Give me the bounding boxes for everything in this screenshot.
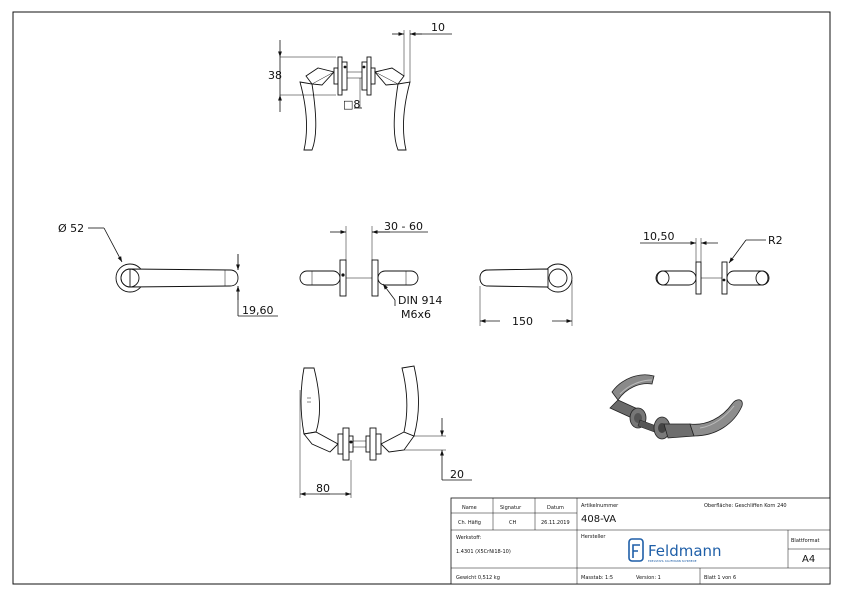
label-hersteller: Hersteller	[581, 534, 606, 540]
value-massstab: Masstab: 1:5	[581, 575, 613, 581]
dim-19-60: 19,60	[242, 304, 274, 317]
dim-diameter-52: Ø 52	[58, 222, 84, 235]
front-view-right	[479, 263, 573, 326]
dim-150: 150	[512, 315, 533, 328]
isometric-view	[609, 374, 743, 440]
plan-view-middle	[299, 226, 428, 306]
sheet-border	[12, 11, 831, 585]
feldmann-logo: Feldmann EDELSTAHL KAUFMANN SCHMIEDE	[628, 538, 722, 563]
value-blattformat: A4	[802, 554, 815, 565]
value-oberflaeche: Oberfläche: Geschliffen Korn 240	[704, 503, 787, 509]
dimension-labels: 10 38 □8 Ø 52 30 - 60 10,50 R2 19,60 DIN…	[58, 21, 783, 495]
svg-text:EDELSTAHL KAUFMANN SCHMIEDE: EDELSTAHL KAUFMANN SCHMIEDE	[648, 559, 697, 563]
dim-38: 38	[268, 69, 282, 82]
dim-square-8: □8	[343, 98, 360, 111]
front-view-left	[88, 227, 278, 317]
top-view	[278, 30, 452, 151]
label-blattformat: Blattformat	[791, 538, 820, 544]
value-signatur: CH	[509, 520, 516, 526]
value-datum: 26.11.2019	[541, 520, 570, 526]
label-artikelnummer: Artikelnummer	[581, 503, 619, 509]
dim-m6x6: M6x6	[401, 308, 431, 321]
value-blatt: Blatt 1 von 6	[704, 575, 736, 581]
bottom-view	[299, 365, 472, 498]
title-block: Name Signatur Datum Ch. Häfig CH 26.11.2…	[450, 497, 831, 585]
side-view-right	[640, 238, 770, 295]
value-version: Version: 1	[636, 575, 661, 581]
dim-10-50: 10,50	[643, 230, 675, 243]
value-artikelnummer: 408-VA	[581, 514, 616, 525]
value-gewicht: Gewicht 0,512 kg	[456, 575, 500, 581]
label-werkstoff: Werkstoff:	[456, 535, 482, 541]
dim-din-914: DIN 914	[398, 294, 442, 307]
dim-80: 80	[316, 482, 330, 495]
value-werkstoff: 1.4301 (X5CrNi18-10)	[456, 549, 511, 555]
dim-20: 20	[450, 468, 464, 481]
value-name: Ch. Häfig	[458, 520, 481, 526]
label-name: Name	[462, 505, 477, 511]
label-signatur: Signatur	[500, 505, 522, 511]
dim-r2: R2	[768, 234, 783, 247]
label-datum: Datum	[547, 505, 564, 511]
dim-30-60: 30 - 60	[384, 220, 423, 233]
dim-10: 10	[431, 21, 445, 34]
svg-text:Feldmann: Feldmann	[648, 542, 722, 560]
